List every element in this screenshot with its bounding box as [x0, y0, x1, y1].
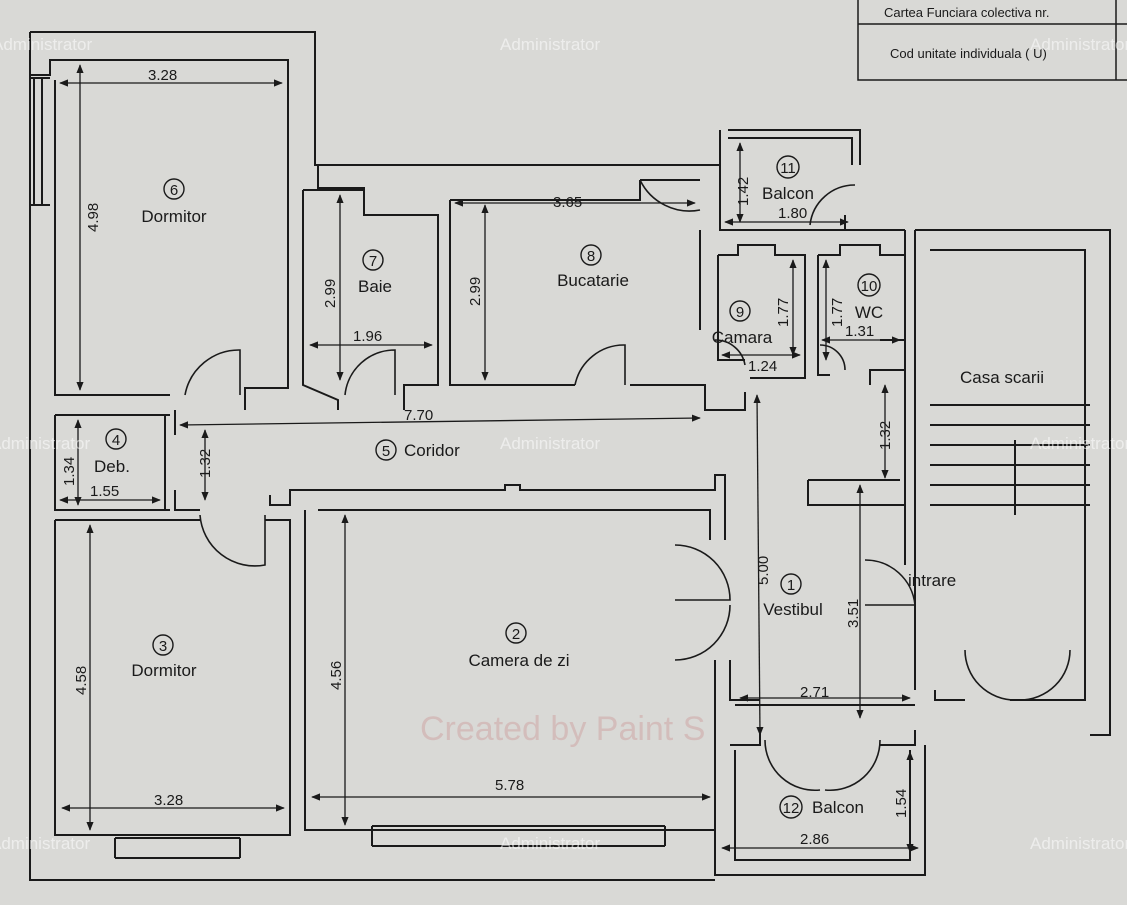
room-number-4: 4 — [112, 432, 120, 449]
dim-9-width: 1.24 — [748, 358, 777, 375]
dim-11-height: 1.42 — [735, 177, 752, 206]
room-name-dormitor-6: Dormitor — [141, 207, 207, 226]
watermark-mid-center: Administrator — [500, 434, 600, 453]
table-row-cod: Cod unitate individuala ( U) — [890, 46, 1047, 61]
watermark-top-left: Administrator — [0, 35, 92, 54]
room-number-2: 2 — [512, 626, 520, 643]
room-name-dormitor-3: Dormitor — [131, 661, 197, 680]
dim-1-lower: 3.51 — [845, 599, 862, 628]
dim-8-width: 3.65 — [553, 194, 582, 211]
dim-10-height: 1.77 — [829, 298, 846, 327]
room-number-12: 12 — [783, 800, 800, 817]
dimension-lines — [59, 64, 919, 853]
dim-7-height: 2.99 — [322, 279, 339, 308]
dim-1-width: 2.71 — [800, 684, 829, 701]
dim-12-width: 2.86 — [800, 831, 829, 848]
dim-5-width: 7.70 — [404, 407, 433, 424]
dim-7-width: 1.96 — [353, 328, 382, 345]
dim-6-width: 3.28 — [148, 67, 177, 84]
watermark-bottom-center: Administrator — [500, 834, 600, 853]
dim-4-height: 1.34 — [61, 457, 78, 486]
dim-3-height: 4.58 — [73, 666, 90, 695]
watermark-mid-right: Administrator — [1030, 434, 1127, 453]
svg-text:Created by Paint S: Created by Paint S — [420, 710, 705, 748]
watermark-bottom-right: Administrator — [1030, 834, 1127, 853]
room-number-1: 1 — [787, 577, 795, 594]
dim-2-width: 5.78 — [495, 777, 524, 794]
room-name-wc: WC — [855, 303, 883, 322]
room-name-camara: Camara — [712, 328, 773, 347]
walls — [29, 31, 1111, 881]
watermark-top-right: Administrator — [1030, 35, 1127, 54]
room-name-coridor: Coridor — [404, 441, 460, 460]
dim-1-height: 5.00 — [755, 556, 772, 585]
room-number-6: 6 — [170, 182, 178, 199]
room-name-balcon-12: Balcon — [812, 798, 864, 817]
room-name-balcon-11: Balcon — [762, 184, 814, 203]
room-name-deb: Deb. — [94, 457, 130, 476]
dim-6-height: 4.98 — [85, 203, 102, 232]
room-number-3: 3 — [159, 638, 167, 655]
room-name-camera-de-zi: Camera de zi — [468, 651, 569, 670]
room-name-bucatarie: Bucatarie — [557, 271, 629, 290]
room-number-7: 7 — [369, 253, 377, 270]
dim-12-height: 1.54 — [893, 789, 910, 818]
dim-4-width: 1.55 — [90, 483, 119, 500]
dim-2-height: 4.56 — [328, 661, 345, 690]
door-swings — [184, 179, 1071, 792]
room-number-10: 10 — [861, 278, 878, 295]
label-casa-scarii: Casa scarii — [960, 368, 1044, 387]
dim-11-width: 1.80 — [778, 205, 807, 222]
room-number-9: 9 — [736, 304, 744, 321]
room-text: 6 Dormitor 7 Baie 8 Bucatarie 11 Balcon … — [94, 160, 1044, 817]
room-number-8: 8 — [587, 248, 595, 265]
table-row-cf: Cartea Funciara colectiva nr. — [884, 5, 1049, 20]
dimension-labels: 3.28 4.98 2.99 1.96 3.65 2.99 1.42 1.80 … — [61, 67, 910, 848]
room-number-11: 11 — [780, 160, 796, 177]
dim-9-height: 1.77 — [775, 298, 792, 327]
paint-watermark: Created by Paint S — [420, 710, 705, 748]
room-labels — [105, 155, 881, 819]
watermark-bottom-left: Administrator — [0, 834, 90, 853]
watermark-mid-left: Administrator — [0, 434, 90, 453]
watermark-top-center: Administrator — [500, 35, 600, 54]
dim-10-width: 1.31 — [845, 323, 874, 340]
watermarks: Administrator Administrator Administrato… — [0, 35, 1127, 853]
dim-vestibule-upper: 1.32 — [877, 421, 894, 450]
dim-3-width: 3.28 — [154, 792, 183, 809]
label-intrare: intrare — [908, 571, 956, 590]
dim-5-height: 1.32 — [197, 449, 214, 478]
dim-8-height: 2.99 — [467, 277, 484, 306]
room-name-vestibul: Vestibul — [763, 600, 823, 619]
room-number-5: 5 — [382, 443, 390, 460]
cadastral-table — [857, 0, 1127, 81]
room-name-baie: Baie — [358, 277, 392, 296]
